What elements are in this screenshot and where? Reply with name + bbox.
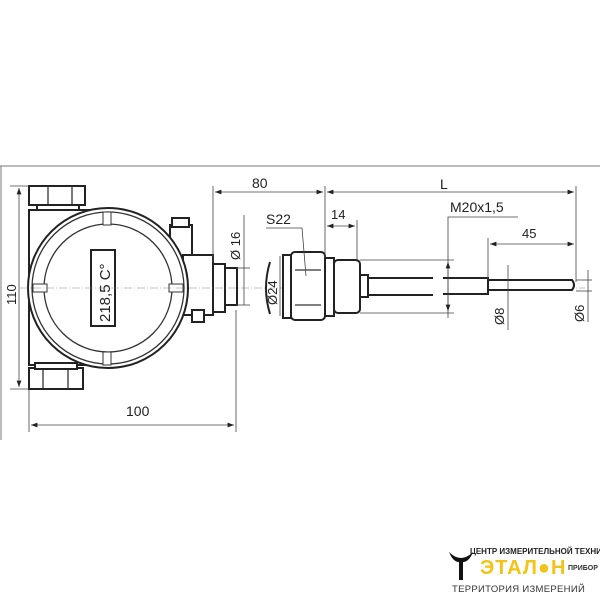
dim-thread: M20x1,5 (450, 199, 504, 215)
display-reading: 218,5 C° (97, 263, 114, 322)
neck-fitting (224, 267, 238, 306)
etalon-logo: ЦЕНТР ИЗМЕРИТЕЛЬНОЙ ТЕХНИКИ ЭТАЛ●Н ПРИБО… (440, 545, 600, 600)
probe-tip (487, 279, 575, 291)
logo-badge: ПРИБОР (568, 565, 598, 572)
grounding-screw (171, 217, 190, 228)
dim-d16: Ø 16 (228, 232, 243, 260)
logo-mark-icon (449, 552, 473, 580)
hex-nut (290, 251, 326, 321)
housing: 218,5 C° (20, 185, 585, 390)
dim-d8: Ø8 (492, 308, 507, 325)
dim-L: L (440, 176, 448, 192)
probe (265, 251, 575, 321)
dim-100: 100 (126, 403, 150, 419)
dim-d24: Ø24 (265, 280, 280, 305)
stem-upper (367, 277, 439, 296)
break-line (265, 261, 271, 315)
dim-45: 45 (522, 226, 536, 241)
dimensions: 110 100 80 L 14 S22 Ø 16 Ø24 M20x1,5 45 … (4, 175, 592, 432)
logo-top-line: ЦЕНТР ИЗМЕРИТЕЛЬНОЙ ТЕХНИКИ (470, 547, 600, 556)
dim-110: 110 (4, 284, 19, 305)
logo-brand: ЭТАЛ●Н (480, 557, 567, 579)
dim-s22: S22 (266, 211, 291, 227)
dim-80: 80 (252, 175, 268, 191)
logo-tagline: ТЕРРИТОРИЯ ИЗМЕРЕНИЙ (452, 584, 586, 595)
dim-14: 14 (331, 207, 345, 222)
dim-d6: Ø6 (572, 305, 587, 322)
bottom-cable-gland (28, 367, 84, 390)
threaded-coupling (333, 259, 361, 314)
top-cable-gland (28, 185, 86, 206)
